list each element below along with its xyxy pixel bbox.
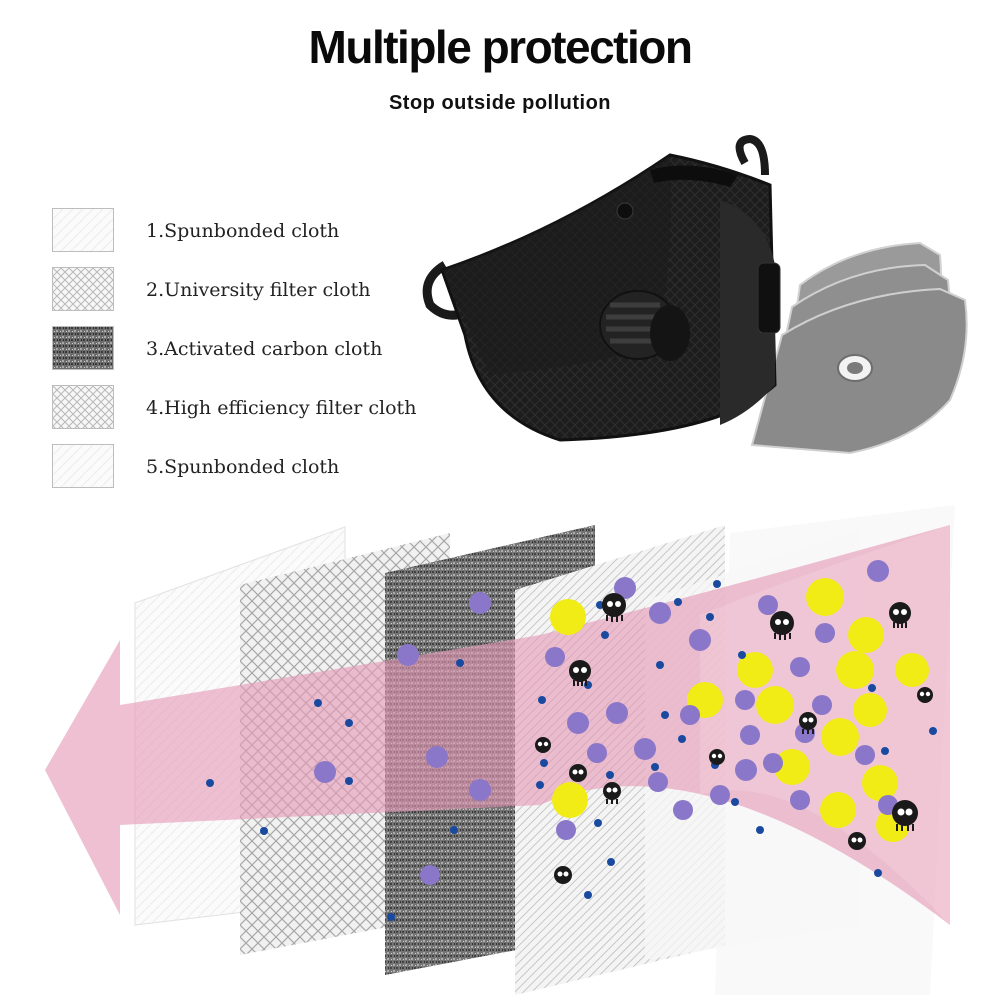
page-title: Multiple protection <box>308 21 693 73</box>
legend-item-label: 1.Spunbonded cloth <box>146 220 340 242</box>
legend-item-label: 5.Spunbonded cloth <box>146 456 340 478</box>
filter-cloth-swatch-icon <box>52 267 114 311</box>
pollution-particles <box>206 560 937 921</box>
breathing-valve-icon <box>599 290 690 361</box>
pollution-particle-icon <box>535 593 933 884</box>
legend-item-label: 2.University filter cloth <box>146 279 371 301</box>
filtration-diagram <box>45 505 955 995</box>
page-subtitle: Stop outside pollution <box>388 92 612 114</box>
legend-item: 1.Spunbonded cloth <box>52 208 472 252</box>
hepa-cloth-swatch-icon <box>52 385 114 429</box>
legend-item-label: 4.High efficiency filter cloth <box>146 397 417 419</box>
legend-item: 3.Activated carbon cloth <box>52 326 472 370</box>
replacement-filters-image <box>750 241 968 455</box>
legend-item: 2.University filter cloth <box>52 267 472 311</box>
carbon-cloth-swatch-icon <box>52 326 114 370</box>
spunbonded-swatch-icon <box>52 208 114 252</box>
mask-product-image <box>422 135 968 455</box>
legend-item: 4.High efficiency filter cloth <box>52 385 472 429</box>
spunbonded-swatch-icon <box>52 444 114 488</box>
legend-item-label: 3.Activated carbon cloth <box>146 338 383 360</box>
legend-item: 5.Spunbonded cloth <box>52 444 472 488</box>
